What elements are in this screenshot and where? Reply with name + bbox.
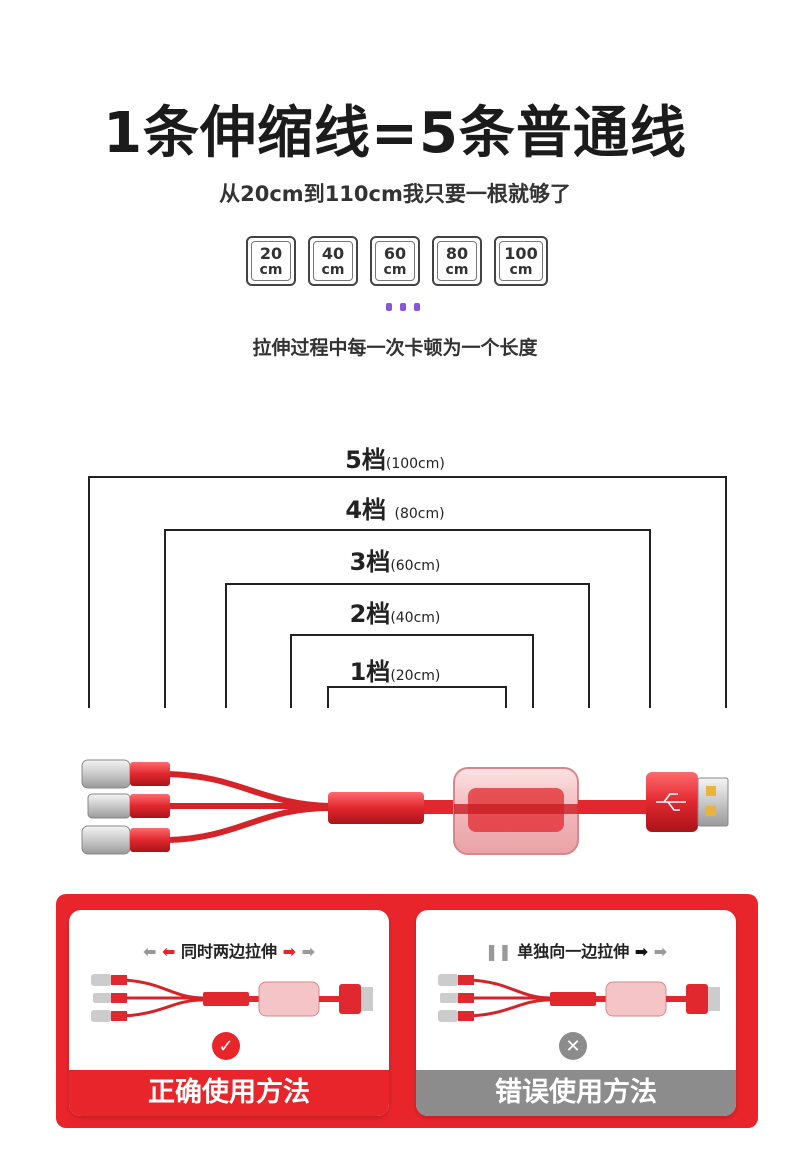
length-unit: cm xyxy=(509,261,533,278)
arrow-right-icon: ➡ xyxy=(282,942,296,961)
mini-cable-image xyxy=(438,974,720,1022)
length-unit: cm xyxy=(321,261,345,278)
wrong-hint-text: 单独向一边拉伸 xyxy=(517,942,630,961)
cable-illustration xyxy=(50,744,740,868)
dot xyxy=(400,303,406,311)
level-length: (100cm) xyxy=(385,456,445,472)
level-gear: 1档 xyxy=(349,658,391,686)
level-bracket-3 xyxy=(225,583,590,708)
level-label-3: 3档(60cm) xyxy=(0,542,790,577)
arrow-left-icon: ⬅ xyxy=(162,942,176,961)
stretch-note: 拉伸过程中每一次卡顿为一个长度 xyxy=(252,337,538,359)
arrow-right-icon: ➡ xyxy=(653,942,668,961)
level-label-5: 5档(100cm) xyxy=(0,440,790,475)
pause-icon: ❚❚ xyxy=(484,942,512,961)
usage-panel: ⬅ ⬅ 同时两边拉伸 ➡ ➡ ✓ 正确使用方法 ❚❚ xyxy=(56,894,758,1128)
usb-icon xyxy=(656,793,686,811)
page-subtitle: 从20cm到110cm我只要一根就够了 xyxy=(219,182,571,206)
correct-usage-label: 正确使用方法 xyxy=(69,1070,389,1116)
length-value: 80 xyxy=(445,243,469,263)
dot xyxy=(414,303,420,311)
arrow-right-icon: ➡ xyxy=(301,942,315,961)
level-length: (60cm) xyxy=(390,558,441,574)
level-gear: 2档 xyxy=(349,600,391,628)
page-title: 1条伸缩线=5条普通线 xyxy=(103,101,687,166)
ellipsis-dots xyxy=(386,303,420,311)
arrow-left-icon: ⬅ xyxy=(143,942,157,961)
level-label-2: 2档(40cm) xyxy=(0,594,790,629)
retractable-cable-image xyxy=(81,759,729,855)
correct-hint-text: 同时两边拉伸 xyxy=(180,942,277,961)
level-length: (80cm) xyxy=(394,506,445,522)
level-bracket-2 xyxy=(290,634,534,708)
level-bracket-5 xyxy=(88,476,727,708)
arrow-right-icon: ➡ xyxy=(634,942,649,961)
dot xyxy=(386,303,392,311)
level-length: (20cm) xyxy=(390,668,441,684)
level-bracket-4 xyxy=(164,529,651,708)
length-value: 60 xyxy=(383,243,407,263)
correct-hint: ⬅ ⬅ 同时两边拉伸 ➡ ➡ xyxy=(69,938,389,962)
length-value: 20 xyxy=(259,243,283,263)
level-gear: 4档 xyxy=(345,496,387,524)
level-gear: 3档 xyxy=(349,548,391,576)
length-unit: cm xyxy=(259,261,283,278)
level-bracket-1 xyxy=(327,686,507,708)
level-label-1: 1档(20cm) xyxy=(0,652,790,687)
level-label-4: 4档 (80cm) xyxy=(0,490,790,525)
wrong-hint: ❚❚ 单独向一边拉伸 ➡ ➡ xyxy=(416,938,736,962)
cross-icon: ✕ xyxy=(559,1032,587,1060)
length-value: 40 xyxy=(321,243,345,263)
level-length: (40cm) xyxy=(390,610,441,626)
wrong-usage-label: 错误使用方法 xyxy=(416,1070,736,1116)
correct-usage-card: ⬅ ⬅ 同时两边拉伸 ➡ ➡ ✓ 正确使用方法 xyxy=(69,910,389,1116)
length-value: 100 xyxy=(504,243,538,263)
level-gear: 5档 xyxy=(345,446,386,474)
wrong-usage-card: ❚❚ 单独向一边拉伸 ➡ ➡ ✕ 错误使用方法 xyxy=(416,910,736,1116)
length-unit: cm xyxy=(383,261,407,278)
check-icon: ✓ xyxy=(212,1032,240,1060)
length-unit: cm xyxy=(445,261,469,278)
mini-cable-image xyxy=(91,974,373,1022)
